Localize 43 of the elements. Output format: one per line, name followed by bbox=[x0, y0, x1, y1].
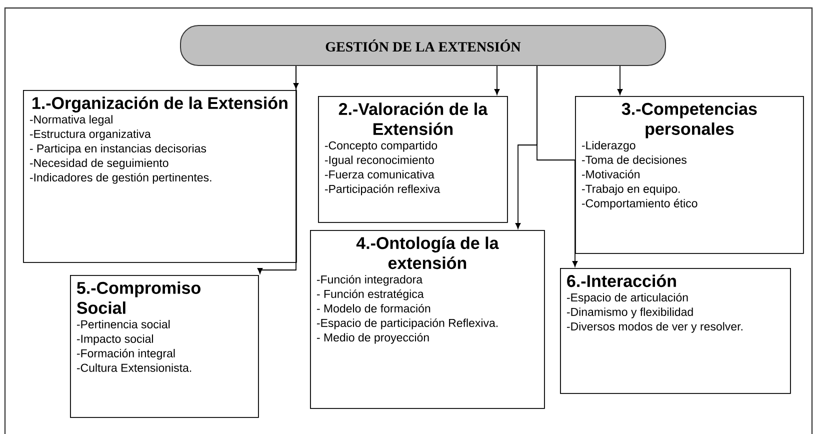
list-item: -Función integradora bbox=[316, 274, 423, 286]
list-item: -Impacto social bbox=[76, 334, 153, 346]
text-box bbox=[575, 96, 804, 254]
list-item: -Trabajo en equipo. bbox=[582, 184, 680, 196]
list-item: -Dinamismo y flexibilidad bbox=[566, 308, 693, 318]
list-item: -Liderazgo bbox=[582, 140, 636, 152]
list-item: -Igual reconocimiento bbox=[324, 156, 434, 166]
box-heading: 3.-Competencias personales bbox=[622, 102, 757, 138]
box-heading: 1.-Organización de la Extensión bbox=[32, 96, 288, 113]
title-banner: GESTIÓN DE LA EXTENSIÓN bbox=[180, 25, 666, 66]
arrow bbox=[257, 66, 296, 274]
list-item: -Fuerza comunicativa bbox=[324, 170, 434, 179]
list-item: -Espacio de participación Reflexiva. bbox=[316, 318, 498, 330]
list-item: - Modelo de formación bbox=[316, 304, 430, 313]
list-item: -Formación integral bbox=[76, 348, 175, 360]
list-item: -Participación reflexiva bbox=[324, 184, 440, 196]
list-item: - Medio de proyección bbox=[316, 332, 429, 344]
list-item: -Estructura organizativa bbox=[30, 130, 151, 140]
list-item: -Concepto compartido bbox=[324, 141, 438, 152]
arrow bbox=[536, 66, 578, 267]
list-item: -Indicadores de gestión pertinentes. bbox=[30, 172, 212, 184]
box-heading: 6.-Interacción bbox=[567, 274, 676, 288]
list-item: -Necesidad de seguimiento bbox=[30, 158, 168, 170]
text-box bbox=[310, 230, 545, 409]
list-item: -Toma de decisiones bbox=[582, 155, 686, 164]
arrow bbox=[494, 66, 500, 95]
list-item: - Participa en instancias decisorias bbox=[30, 144, 206, 155]
list-item: -Cultura Extensionista. bbox=[76, 363, 192, 372]
box-heading: 4.-Ontología de la extensión bbox=[356, 236, 499, 270]
list-item: -Pertinencia social bbox=[76, 320, 170, 328]
text-box bbox=[23, 90, 297, 263]
list-item: - Función estratégica bbox=[316, 289, 424, 300]
box-heading: 5.-Compromiso Social bbox=[76, 281, 200, 314]
list-item: -Espacio de articulación bbox=[566, 292, 688, 304]
list-item: -Normativa legal bbox=[30, 115, 112, 126]
text-box bbox=[70, 275, 259, 418]
text-box bbox=[560, 268, 791, 394]
list-item: -Motivación bbox=[582, 170, 640, 178]
text-box bbox=[318, 96, 508, 223]
list-item: -Diversos modos de ver y resolver. bbox=[566, 322, 742, 333]
arrow bbox=[617, 66, 623, 95]
box-heading: 2.-Valoración de la Extensión bbox=[338, 102, 488, 136]
list-item: -Comportamiento ético bbox=[582, 198, 698, 210]
